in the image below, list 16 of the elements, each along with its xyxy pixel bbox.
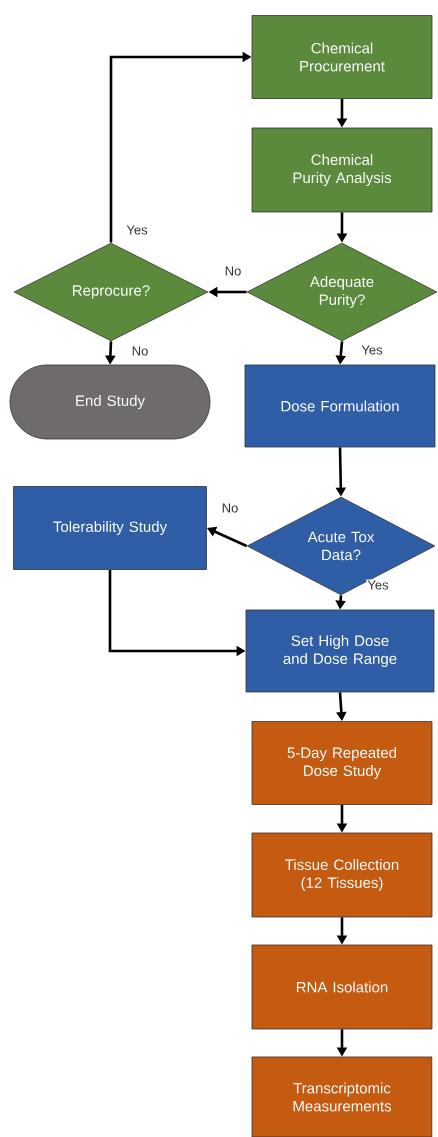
edge-label: No [223,265,243,277]
terminal-box: End Study [9,364,211,440]
process-box: Chemical Procurement [251,15,433,99]
process-box: RNA Isolation [251,944,433,1030]
process-box: Tolerability Study [13,486,207,570]
edge-label: Yes [125,224,149,236]
edge-label: Yes [360,344,384,356]
process-box: Set High Dose and Dose Range [245,609,435,693]
process-box: Transcriptomic Measurements [251,1056,433,1137]
edge-label: No [130,345,150,357]
edge-label: Yes [366,579,390,591]
process-box: 5-Day Repeated Dose Study [251,721,433,805]
edge-label: No [220,502,240,514]
process-box: Dose Formulation [244,364,436,448]
process-box: Chemical Purity Analysis [251,127,433,213]
process-box: Tissue Collection (12 Tissues) [251,832,433,918]
